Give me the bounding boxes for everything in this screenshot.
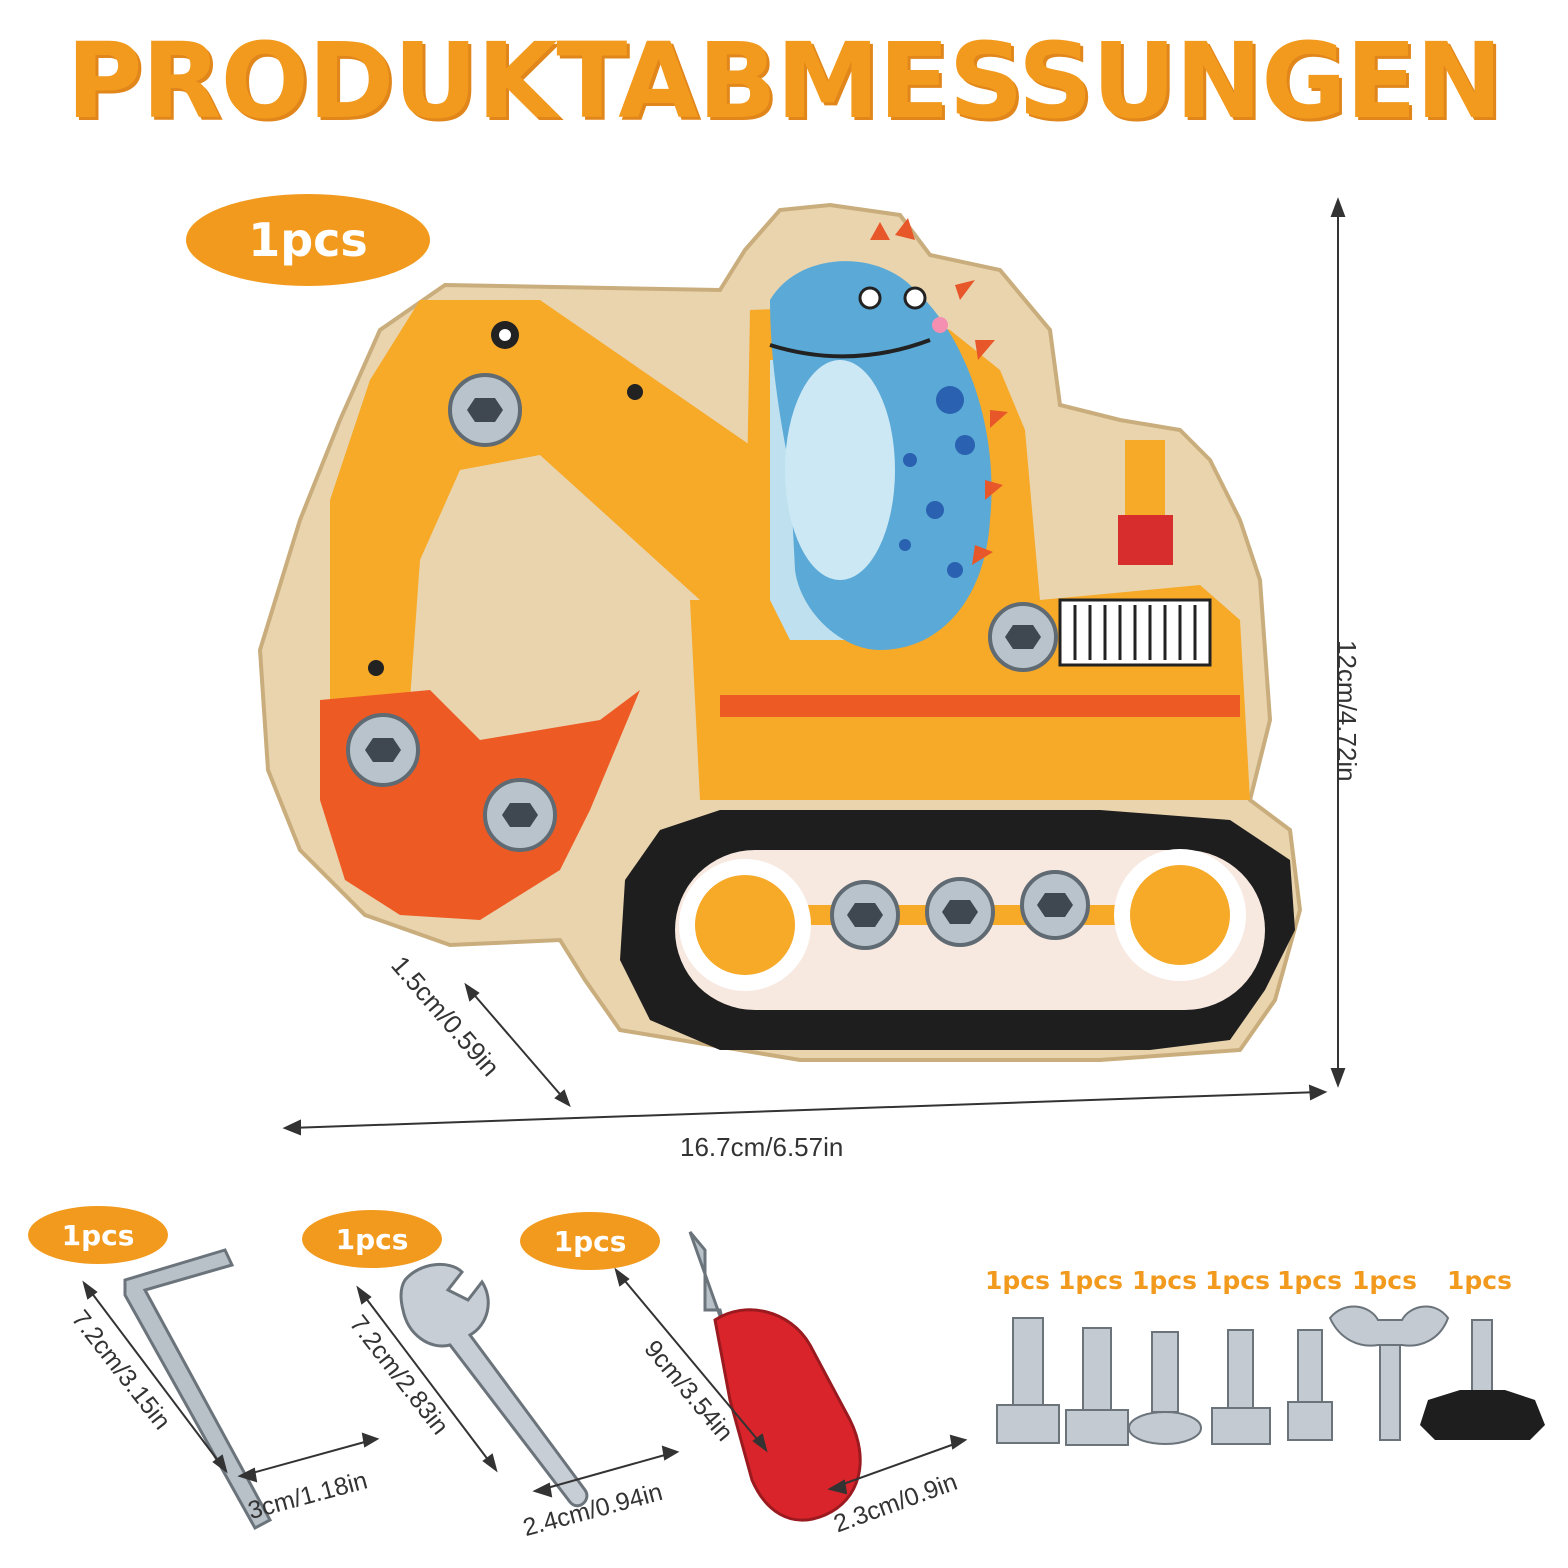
screw-qty-2: 1pcs bbox=[1058, 1266, 1123, 1295]
dimension-lines bbox=[282, 197, 1346, 1136]
hex-key-tool bbox=[82, 1248, 380, 1531]
screw-qty-5: 1pcs bbox=[1277, 1266, 1342, 1295]
width-label: 16.7cm/6.57in bbox=[680, 1132, 844, 1162]
page-title: PRODUKTABMESSUNGEN bbox=[66, 20, 1502, 142]
screw-qty-7: 1pcs bbox=[1447, 1266, 1512, 1295]
screw-qty-1: 1pcs bbox=[985, 1266, 1050, 1295]
screw-qty-3: 1pcs bbox=[1132, 1266, 1197, 1295]
screwdriver-tool bbox=[614, 1231, 968, 1522]
screw-qty-4: 1pcs bbox=[1205, 1266, 1270, 1295]
screw-set bbox=[996, 1305, 1493, 1446]
height-label: 12cm/4.72in bbox=[1332, 640, 1362, 782]
screwdriver-quantity-badge: 1pcs bbox=[520, 1212, 660, 1270]
main-quantity-badge: 1pcs bbox=[186, 194, 430, 286]
wrench-tool bbox=[356, 1262, 680, 1508]
hex-key-quantity-badge: 1pcs bbox=[28, 1206, 168, 1264]
wrench-quantity-badge: 1pcs bbox=[302, 1210, 442, 1268]
screw-qty-6: 1pcs bbox=[1352, 1266, 1417, 1295]
excavator-toy bbox=[257, 202, 1303, 1062]
knob-screw-base bbox=[1420, 1390, 1545, 1440]
